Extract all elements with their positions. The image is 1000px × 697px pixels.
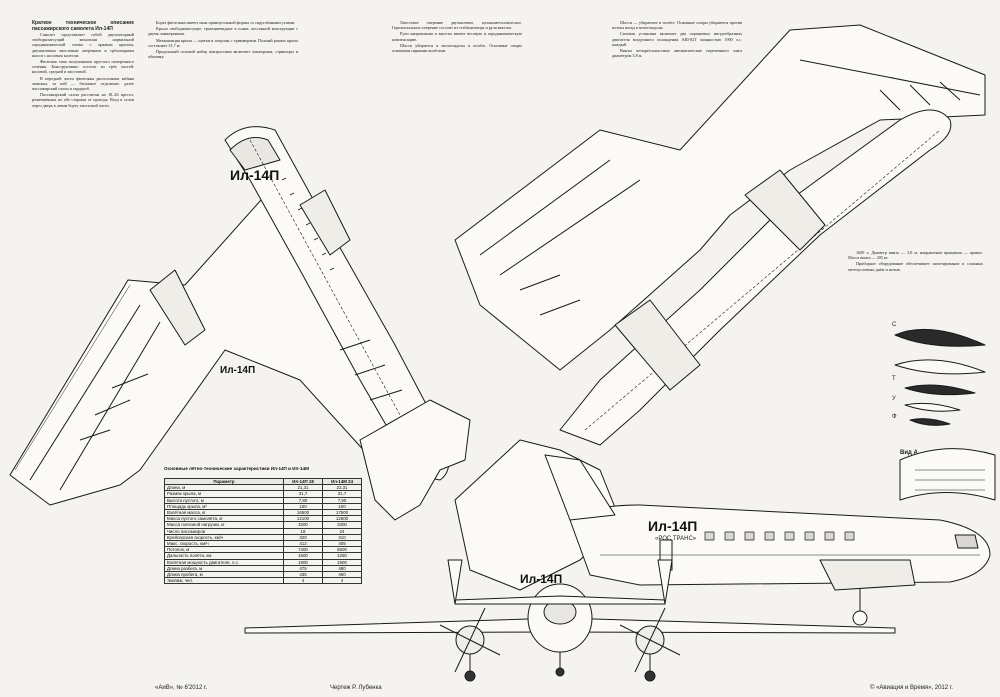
table-cell: 12600	[322, 515, 362, 523]
table-cell: 460	[322, 571, 362, 579]
table-cell: 4	[322, 577, 362, 585]
bottom-view-label: Ил-14П	[220, 365, 256, 376]
article-paragraph: Шасси — убираемое в полёте. Основные опо…	[612, 20, 742, 31]
table-cell: 480	[322, 564, 362, 573]
table-cell: 405	[322, 540, 362, 548]
table-cell: 6500	[322, 546, 362, 554]
table-header-row: Параметр Ил-14П 18 Ил-14М 24	[164, 477, 362, 486]
article-paragraph: Самолет представляет собой двухмоторный …	[32, 32, 134, 58]
table-cell: 31,7	[322, 490, 362, 498]
article-paragraph: Пассажирский салон рассчитан на 18–26 кр…	[32, 92, 134, 108]
article-paragraph: Винты четырёхлопастные автоматические пе…	[612, 48, 742, 59]
article-column-4: Шасси — убираемое в полёте. Основные опо…	[612, 20, 742, 210]
footer-credit: Чертеж Р. Лубенка	[330, 685, 382, 691]
detail-a-label: Вид А	[900, 450, 918, 456]
front-view-aircraft	[244, 559, 896, 682]
side-view-label: Ил-14П	[648, 518, 698, 534]
article-paragraph: Крыло свободнонесущее, трапециевидное в …	[148, 26, 298, 37]
table-cell: 4	[283, 577, 323, 585]
side-view-registration: «РОС ТРАНС»	[655, 536, 697, 542]
article-paragraph: Хвостовое оперение двухкилевое, цельноме…	[392, 20, 522, 31]
article-column-1: Краткое техническое описание пассажирско…	[32, 20, 134, 355]
article-paragraph: Приборное оборудование обеспечивает пило…	[848, 261, 983, 272]
section-u-label: У	[892, 396, 896, 402]
table-cell: 310	[322, 533, 362, 542]
spec-table-caption: Основные лётно-технические характеристик…	[164, 466, 309, 471]
footer-copyright: © «Авиация и Время», 2012 г.	[870, 685, 953, 691]
table-cell: 17500	[322, 508, 362, 517]
top-view-label: Ил-14П	[230, 167, 280, 183]
table-cell: 1900	[322, 558, 362, 566]
footer-issue: «АиВ», № 6'2012 г.	[155, 685, 208, 691]
section-c-label: С	[892, 322, 897, 328]
table-cell: 100	[322, 502, 362, 511]
table-cell: 7,80	[322, 496, 362, 504]
section-t-label: Т	[892, 376, 896, 382]
article-paragraph: Рули направления и высоты имеют весовую …	[392, 31, 522, 42]
article-paragraph: 1600 л. Диаметр винта — 3,8 м, направлен…	[848, 250, 983, 261]
article-paragraph: Силовая установка включает два поршневых…	[612, 31, 742, 47]
airfoil-sections	[894, 328, 986, 426]
table-cell: 22,31	[322, 484, 362, 492]
table-cell: 1250	[322, 552, 362, 560]
front-view-label: Ил-14П	[520, 572, 563, 586]
article-paragraph: В передней части фюзеляжа расположена ка…	[32, 75, 134, 92]
table-cell: 24	[322, 527, 362, 535]
article-column-2: Борта фюзеляжа имеют окна прямоугольной …	[148, 20, 298, 150]
article-column-3: Хвостовое оперение двухкилевое, цельноме…	[392, 20, 522, 195]
table-header-cell: Ил-14М 24	[322, 477, 362, 486]
side-view-aircraft	[544, 454, 991, 626]
table-cell: Экипаж, чел.	[164, 577, 284, 585]
article-paragraph: Шасси убирается в мотогондолы в полёте. …	[392, 42, 522, 54]
article-paragraph: Механизация крыла — щитки и элероны с тр…	[148, 37, 298, 48]
top-view-aircraft	[9, 126, 471, 521]
article-paragraph: Продольный силовой набор центроплана вкл…	[148, 49, 298, 60]
article-column-5: 1600 л. Диаметр винта — 3,8 м, направлен…	[848, 250, 983, 310]
article-title: Краткое техническое описание пассажирско…	[32, 20, 134, 32]
section-f-label: Ф	[892, 414, 897, 420]
detail-a-view	[899, 448, 996, 501]
article-paragraph: Борта фюзеляжа имеют окна прямоугольной …	[156, 20, 296, 25]
article-paragraph: Фюзеляж типа полумонокок круглого попере…	[32, 59, 134, 75]
table-cell: 3300	[322, 521, 362, 529]
